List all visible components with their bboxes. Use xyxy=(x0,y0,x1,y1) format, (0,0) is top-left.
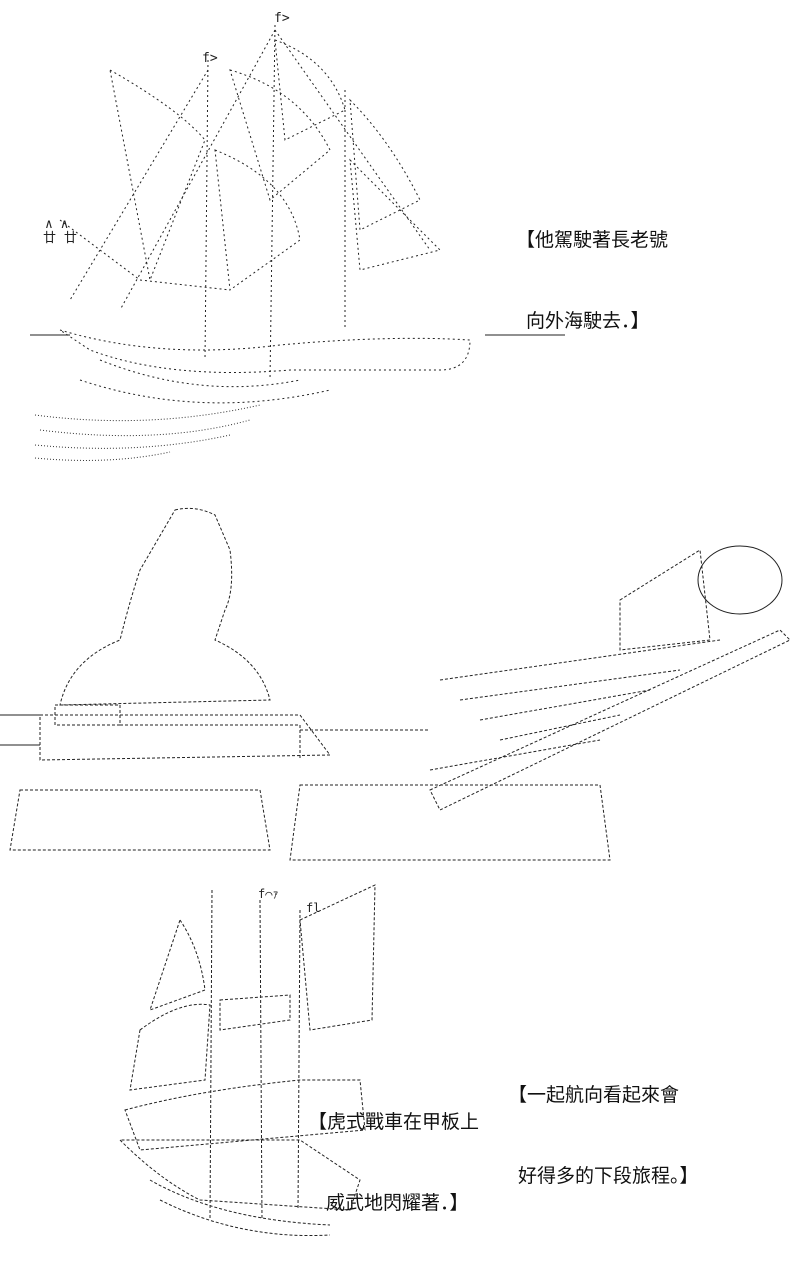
caption-line-1: 【一起航向看起來會 xyxy=(508,1084,680,1106)
panel-ship-departure: ∧ ∧ 廿 廿 f> f> 【他駕駛著長老號 向外海駛去．】 xyxy=(0,0,800,480)
panel-tank-on-deck: 【虎式戰車在甲板上 威武地閃耀著．】 xyxy=(0,490,800,1214)
svg-text:∧ ∧: ∧ ∧ xyxy=(45,217,68,232)
svg-text:fl: fl xyxy=(306,901,320,915)
svg-text:廿 廿: 廿 廿 xyxy=(43,231,77,246)
svg-text:f>: f> xyxy=(202,51,218,66)
svg-text:f⌒ｧ: f⌒ｧ xyxy=(258,887,278,901)
caption-tank-on-deck: 【虎式戰車在甲板上 威武地閃耀著．】 xyxy=(308,1055,479,1271)
caption-line-2: 威武地閃耀著．】 xyxy=(326,1192,469,1214)
tank-ascii-art xyxy=(0,490,800,880)
caption-line-2: 向外海駛去．】 xyxy=(526,310,650,332)
caption-line-1: 【虎式戰車在甲板上 xyxy=(308,1111,480,1133)
caption-sailing-onward: 【一起航向看起來會 好得多的下段旅程。】 xyxy=(508,1028,699,1244)
caption-line-2: 好得多的下段旅程。】 xyxy=(518,1165,699,1187)
panel-sailing-onward: fl f⌒ｧ 【一起航向看起來會 好得多的下段旅程。】 xyxy=(0,880,800,1256)
caption-line-1: 【他駕駛著長老號 xyxy=(516,229,669,251)
ship-ascii-art: ∧ ∧ 廿 廿 f> f> xyxy=(0,0,800,480)
caption-ship-departure: 【他駕駛著長老號 向外海駛去．】 xyxy=(516,173,668,389)
ship2-ascii-art: fl f⌒ｧ xyxy=(0,880,800,1256)
svg-text:f>: f> xyxy=(274,11,290,26)
